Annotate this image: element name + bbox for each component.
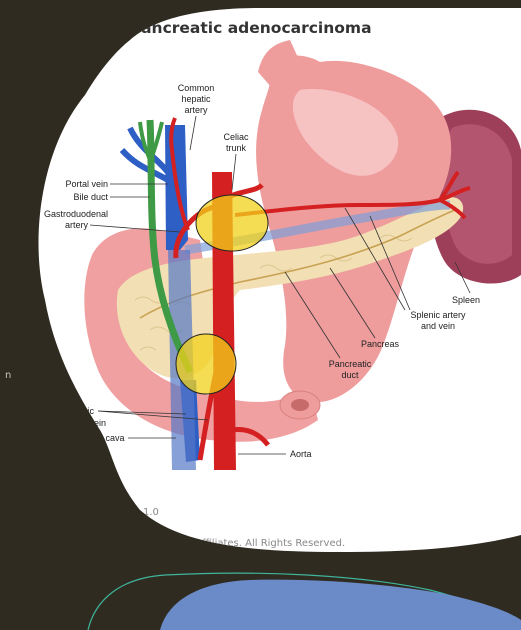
highlight-celiac-region: [196, 195, 268, 251]
label-line-1: Gastroduodenal: [44, 209, 108, 219]
label-line-2: and vein: [421, 321, 455, 331]
label-line-1: erior: [62, 394, 80, 404]
label-text: Bile duct: [73, 192, 108, 202]
footer-version: 1.0: [143, 507, 159, 518]
label-line-3: artery: [184, 105, 208, 115]
label-line-2: nteric: [72, 406, 95, 416]
label-text: Spleen: [452, 295, 480, 305]
side-text-fragment: n: [5, 370, 11, 381]
label-line-1: Celiac: [223, 132, 249, 142]
label-line-1: Pancreatic: [329, 359, 372, 369]
label-text: ena cava: [88, 433, 125, 443]
label-text: Pancreas: [361, 339, 400, 349]
label-line-2: trunk: [226, 143, 247, 153]
accent-blue-blob: [160, 580, 521, 630]
label-line-2: hepatic: [181, 94, 211, 104]
slide-title: pancreatic adenocarcinoma: [130, 19, 372, 37]
label-line-1: Common: [178, 83, 215, 93]
label-line-1: Splenic artery: [410, 310, 466, 320]
label-line-3: nd vein: [77, 418, 106, 428]
label-text: Aorta: [290, 449, 312, 459]
label-line-2: artery: [65, 220, 89, 230]
bowel-loop-inner: [291, 399, 309, 411]
label-text: Portal vein: [65, 179, 108, 189]
footer-copyright: affiliates. All Rights Reserved.: [196, 538, 345, 549]
highlight-head-region: [176, 334, 236, 394]
label-line-2: duct: [341, 370, 359, 380]
